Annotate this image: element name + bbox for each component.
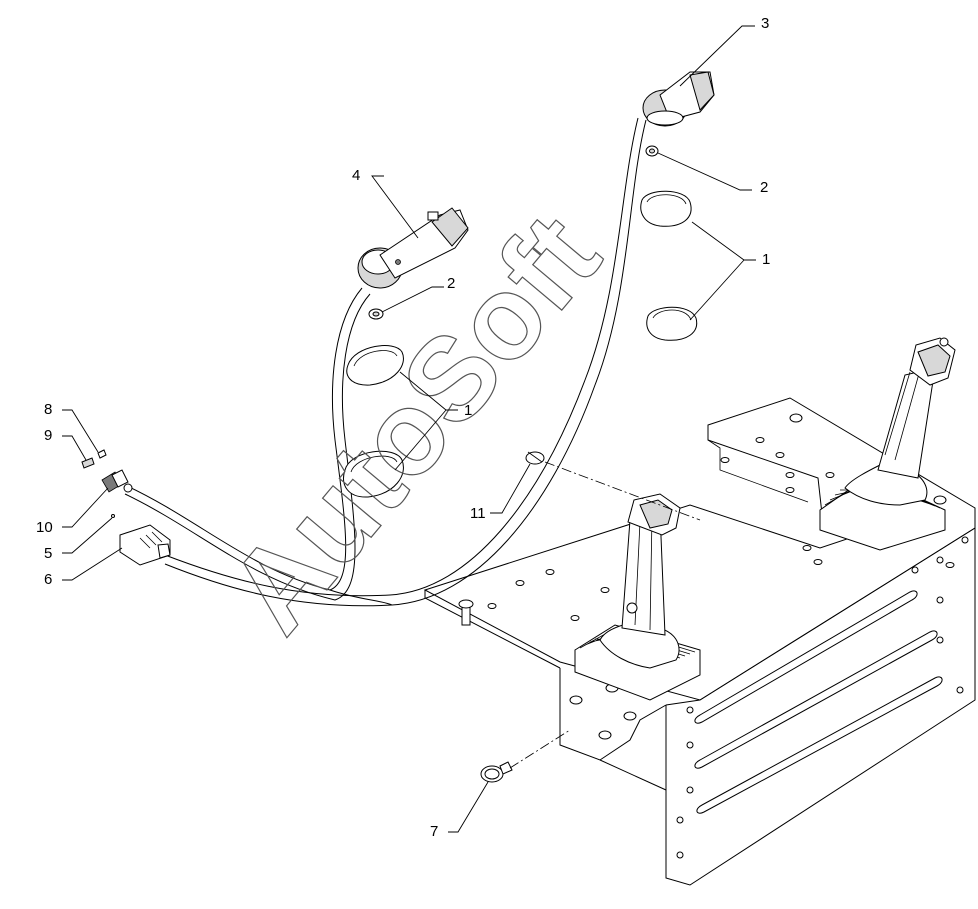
left-joystick [574,493,701,701]
callout-1-left: 1 [464,402,472,419]
callout-8: 8 [44,401,52,418]
part-2-washers [368,145,659,320]
callout-10: 10 [36,519,53,536]
right-joystick [819,337,956,551]
callout-1-right: 1 [762,251,770,268]
part-4-grip [357,207,469,289]
callout-4: 4 [352,167,360,184]
callout-3: 3 [761,15,769,32]
callout-5: 5 [44,545,52,562]
leader-lines [62,25,756,833]
console-frame [423,397,976,886]
callout-2-right: 2 [760,179,768,196]
callout-7: 7 [430,823,438,840]
part-1-gaskets [343,190,698,498]
callout-2-left: 2 [447,275,455,292]
connector-parts [81,449,171,566]
callout-6: 6 [44,571,52,588]
part-7-clamp [480,761,513,783]
callout-9: 9 [44,427,52,444]
callout-labels: 1 1 2 2 3 4 5 6 7 8 9 10 11 [36,15,770,840]
callout-11: 11 [470,505,486,522]
cable-harness [124,117,647,607]
part-3-grip [642,71,715,127]
part-11-clip [525,451,545,465]
assembly-lines [509,461,701,769]
